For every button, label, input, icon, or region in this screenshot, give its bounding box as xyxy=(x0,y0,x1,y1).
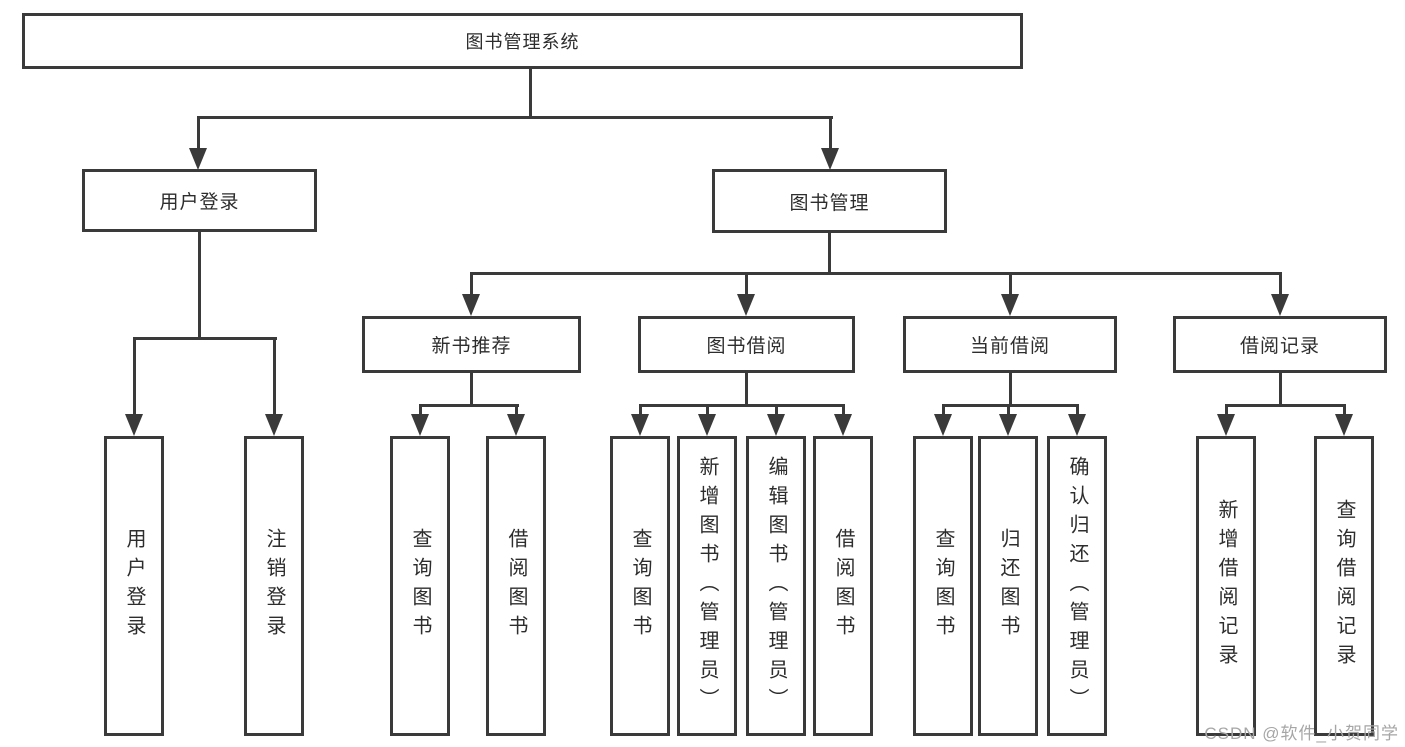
arrowhead-bb-leaf1 xyxy=(631,414,649,436)
arrowhead-cb-leaf2 xyxy=(999,414,1017,436)
connector-borrow-records-rail xyxy=(1225,404,1346,407)
connector-nb-leaf1-stub xyxy=(419,404,422,415)
connector-bb-leaf1-stub xyxy=(639,404,642,415)
arrowhead-ul-leaf1 xyxy=(125,414,143,436)
connector-bb-leaf4-stub xyxy=(842,404,845,415)
leaf-bb-query-book: 查询图书 xyxy=(610,436,670,736)
connector-book-borrow-rail xyxy=(639,404,845,407)
node-book-borrow-label: 图书借阅 xyxy=(706,336,787,357)
connector-l3-2-stub xyxy=(745,272,748,295)
connector-ul-leaf1-stub xyxy=(133,337,136,415)
connector-root-drop xyxy=(529,69,532,118)
connector-current-borrow-rail xyxy=(942,404,1079,407)
connector-new-book-rail xyxy=(419,404,519,407)
leaf-bb-edit-book-admin: 编辑图书（管理员） xyxy=(746,436,806,736)
connector-bb-leaf2-stub xyxy=(706,404,709,415)
connector-borrow-records-drop xyxy=(1279,373,1282,406)
leaf-br-add-record-label: 新增借阅记录 xyxy=(1215,499,1237,673)
leaf-nb-query-book-label: 查询图书 xyxy=(409,528,431,644)
leaf-bb-edit-book-admin-label: 编辑图书（管理员） xyxy=(765,455,787,717)
node-new-book-recommend-label: 新书推荐 xyxy=(431,336,512,357)
connector-ul-leaf2-stub xyxy=(273,337,276,415)
arrowhead-user-login xyxy=(189,148,207,170)
node-root: 图书管理系统 xyxy=(22,13,1023,69)
leaf-br-add-record: 新增借阅记录 xyxy=(1196,436,1256,736)
connector-l3-1-stub xyxy=(470,272,473,295)
arrowhead-book-borrow xyxy=(737,294,755,316)
connector-br-leaf2-stub xyxy=(1343,404,1346,415)
arrowhead-current-borrow xyxy=(1001,294,1019,316)
leaf-user-login-label: 用户登录 xyxy=(123,528,145,644)
node-borrow-records: 借阅记录 xyxy=(1173,316,1387,373)
leaf-nb-borrow-book: 借阅图书 xyxy=(486,436,546,736)
leaf-br-query-record-label: 查询借阅记录 xyxy=(1333,499,1355,673)
connector-l3-3-stub xyxy=(1009,272,1012,295)
node-borrow-records-label: 借阅记录 xyxy=(1239,336,1320,357)
arrowhead-book-mgmt xyxy=(821,148,839,170)
connector-cb-leaf2-stub xyxy=(1007,404,1010,415)
arrowhead-cb-leaf3 xyxy=(1068,414,1086,436)
node-new-book-recommend: 新书推荐 xyxy=(362,316,581,373)
leaf-bb-borrow-book-label: 借阅图书 xyxy=(832,528,854,644)
connector-book-mgmt-drop xyxy=(828,233,831,274)
connector-level3-rail xyxy=(470,272,1281,275)
leaf-br-query-record: 查询借阅记录 xyxy=(1314,436,1374,736)
watermark: CSDN @软件_小贺同学 xyxy=(1204,724,1399,743)
leaf-bb-add-book-admin-label: 新增图书（管理员） xyxy=(696,455,718,717)
connector-book-borrow-drop xyxy=(745,373,748,406)
leaf-cb-return-book: 归还图书 xyxy=(978,436,1038,736)
leaf-logout: 注销登录 xyxy=(244,436,304,736)
connector-l3-4-stub xyxy=(1279,272,1282,295)
leaf-user-login: 用户登录 xyxy=(104,436,164,736)
node-book-management: 图书管理 xyxy=(712,169,947,233)
connector-user-login-drop xyxy=(198,231,201,339)
connector-current-borrow-drop xyxy=(1009,373,1012,406)
connector-br-leaf1-stub xyxy=(1225,404,1228,415)
node-current-borrow-label: 当前借阅 xyxy=(969,336,1050,357)
leaf-cb-return-book-label: 归还图书 xyxy=(997,528,1019,644)
leaf-bb-borrow-book: 借阅图书 xyxy=(813,436,873,736)
leaf-nb-query-book: 查询图书 xyxy=(390,436,450,736)
leaf-bb-query-book-label: 查询图书 xyxy=(629,528,651,644)
node-current-borrow: 当前借阅 xyxy=(903,316,1117,373)
leaf-cb-confirm-return-admin-label: 确认归还（管理员） xyxy=(1066,455,1088,717)
node-book-management-label: 图书管理 xyxy=(789,192,870,214)
connector-user-login-rail xyxy=(133,337,277,340)
node-book-borrow: 图书借阅 xyxy=(638,316,855,373)
connector-level2-rail xyxy=(197,116,833,119)
connector-bb-leaf3-stub xyxy=(775,404,778,415)
leaf-cb-confirm-return-admin: 确认归还（管理员） xyxy=(1047,436,1107,736)
node-root-label: 图书管理系统 xyxy=(465,32,580,52)
node-user-login: 用户登录 xyxy=(82,169,317,232)
arrowhead-nb-leaf1 xyxy=(411,414,429,436)
leaf-logout-label: 注销登录 xyxy=(263,528,285,644)
arrowhead-cb-leaf1 xyxy=(934,414,952,436)
arrowhead-br-leaf2 xyxy=(1335,414,1353,436)
leaf-cb-query-book: 查询图书 xyxy=(913,436,973,736)
connector-new-book-drop xyxy=(470,373,473,406)
arrowhead-nb-leaf2 xyxy=(507,414,525,436)
connector-book-mgmt-stub xyxy=(829,116,832,149)
leaf-cb-query-book-label: 查询图书 xyxy=(932,528,954,644)
connector-cb-leaf3-stub xyxy=(1076,404,1079,415)
connector-cb-leaf1-stub xyxy=(942,404,945,415)
arrowhead-ul-leaf2 xyxy=(265,414,283,436)
node-user-login-label: 用户登录 xyxy=(159,192,240,213)
connector-nb-leaf2-stub xyxy=(515,404,518,415)
arrowhead-new-book xyxy=(462,294,480,316)
leaf-bb-add-book-admin: 新增图书（管理员） xyxy=(677,436,737,736)
arrowhead-bb-leaf2 xyxy=(698,414,716,436)
leaf-nb-borrow-book-label: 借阅图书 xyxy=(505,528,527,644)
arrowhead-borrow-records xyxy=(1271,294,1289,316)
arrowhead-br-leaf1 xyxy=(1217,414,1235,436)
connector-user-login-stub xyxy=(197,116,200,149)
arrowhead-bb-leaf4 xyxy=(834,414,852,436)
arrowhead-bb-leaf3 xyxy=(767,414,785,436)
